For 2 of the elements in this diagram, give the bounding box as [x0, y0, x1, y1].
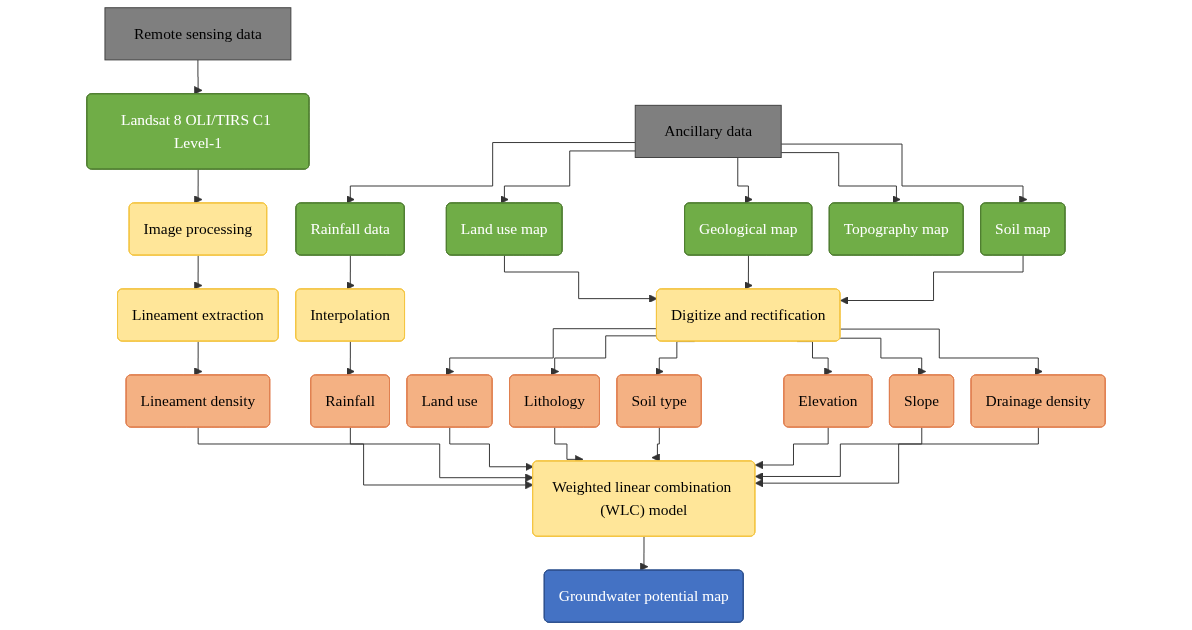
node-box: Remote sensing data [104, 7, 292, 61]
node-box: Ancillary data [634, 104, 782, 158]
